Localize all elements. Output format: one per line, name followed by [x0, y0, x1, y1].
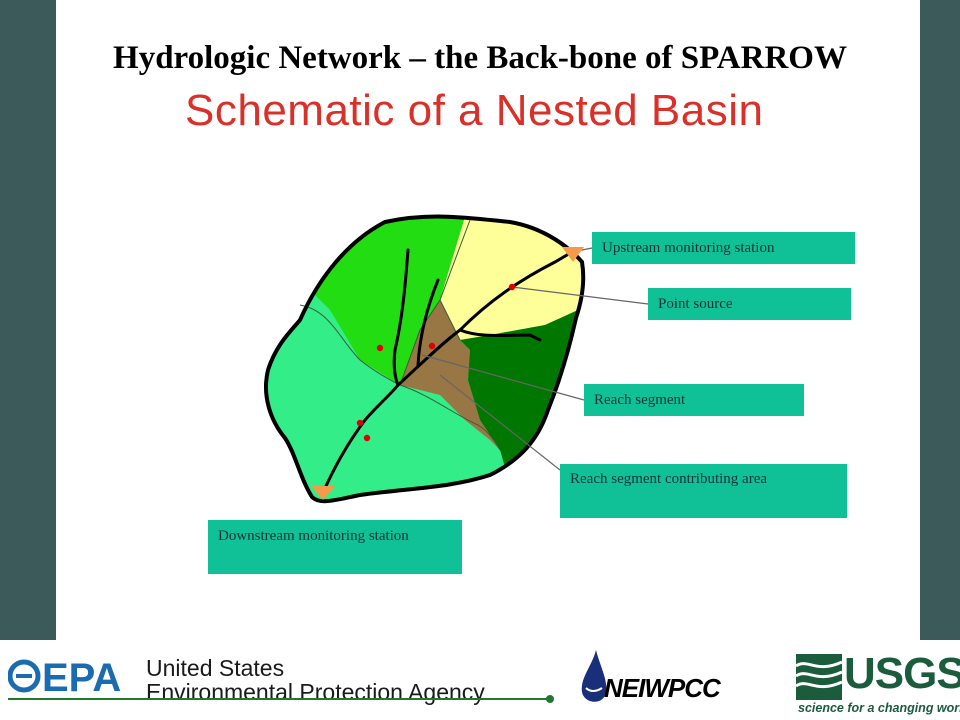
newpcc-wordmark: NEIWPCC	[604, 673, 721, 703]
callout-reach-segment: Reach segment	[584, 384, 804, 416]
region-boundaries	[299, 219, 501, 451]
east-tributary	[458, 328, 542, 342]
callout-contributing-area: Reach segment contributing area	[560, 464, 847, 518]
epa-line-1: United States	[146, 655, 285, 681]
callout-point-source: Point source	[648, 288, 851, 320]
basin-outline	[263, 214, 586, 504]
point-source-markers	[356, 283, 516, 442]
main-stem-reach	[320, 383, 400, 497]
downstream-station-marker	[311, 486, 335, 500]
callout-upstream-station: Upstream monitoring station	[592, 232, 855, 264]
stream-network	[320, 248, 574, 497]
usgs-wave-icon	[796, 654, 842, 700]
usgs-wordmark: USGS	[844, 649, 960, 698]
epa-agency-name: United States Environmental Protection A…	[146, 656, 485, 704]
epa-mark-text: EPA	[42, 656, 121, 698]
upper-left-tributary	[392, 248, 410, 387]
epa-divider-dot	[546, 695, 554, 703]
water-drop-icon	[581, 650, 607, 702]
point-source-marker	[376, 344, 384, 352]
region-contributing-area-brown	[400, 300, 500, 450]
epa-logo: EPA	[8, 656, 121, 698]
usgs-tagline: science for a changing world	[798, 701, 960, 715]
upstream-station-marker	[562, 247, 584, 262]
point-source-marker	[356, 419, 364, 427]
callout-downstream-station: Downstream monitoring station	[208, 520, 462, 574]
footer-logo-bar: EPA United States Environmental Protecti…	[0, 640, 960, 720]
epa-line-2: Environmental Protection Agency	[146, 679, 485, 705]
slide-title: Hydrologic Network – the Back-bone of SP…	[113, 40, 847, 76]
diagram-subtitle: Schematic of a Nested Basin	[185, 86, 764, 135]
epa-divider-rule	[8, 698, 552, 700]
point-source-marker	[363, 434, 371, 442]
upper-tributary	[416, 278, 440, 367]
point-source-marker	[508, 283, 516, 291]
point-source-marker	[428, 342, 436, 350]
